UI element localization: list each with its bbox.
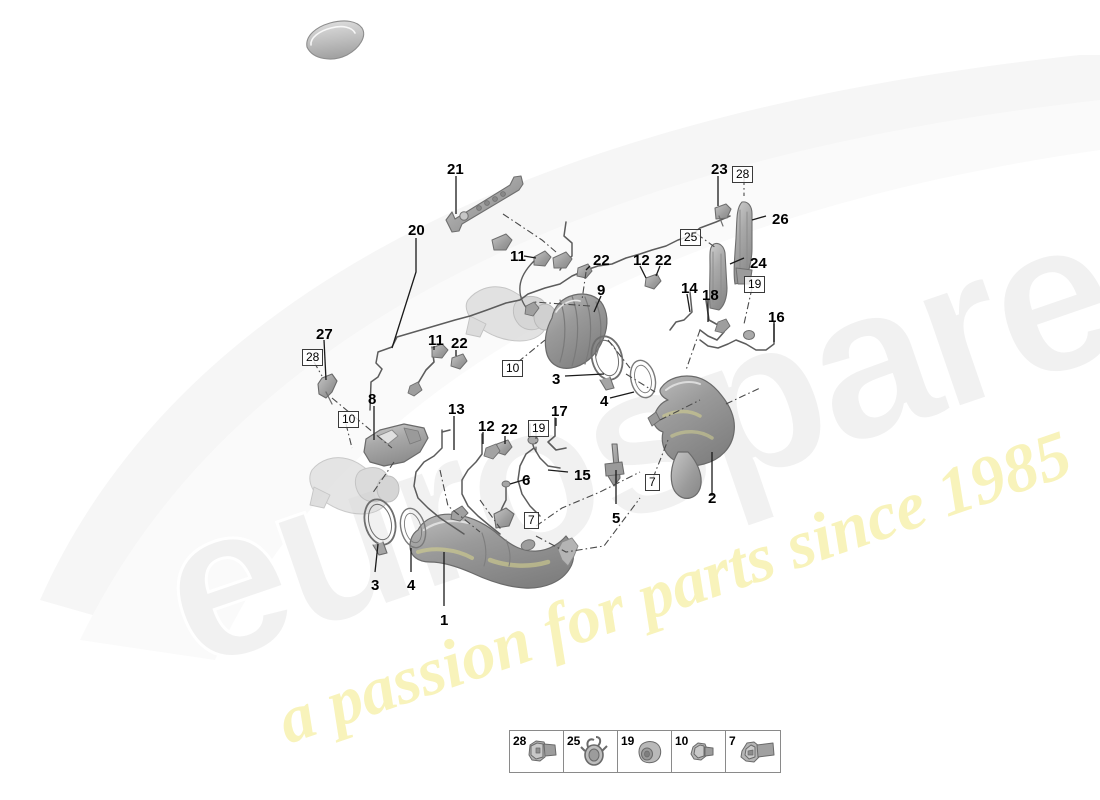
ghost-engine-upper — [465, 286, 557, 342]
callout-10-upper: 10 — [502, 360, 524, 377]
callout-26: 26 — [772, 211, 789, 228]
callout-28-upper: 28 — [732, 166, 754, 183]
callout-22-mid: 22 — [655, 252, 672, 269]
ghost-engine-lower — [309, 457, 400, 515]
legend-number-25: 25 — [567, 734, 581, 748]
callout-16: 16 — [768, 309, 785, 326]
callout-3-upper: 3 — [552, 371, 561, 388]
part-5-hanger — [604, 443, 625, 487]
part-6-sensor — [493, 480, 515, 529]
callout-11-upper: 11 — [510, 248, 526, 265]
callout-7-left: 7 — [524, 512, 539, 529]
part-9-bellows — [544, 293, 608, 369]
part-16-line — [699, 323, 775, 351]
spring-clamp-icon — [580, 736, 608, 766]
callout-7-right: 7 — [645, 474, 660, 491]
part-4-gasket-upper — [629, 359, 657, 399]
part-3-clamp-upper — [590, 335, 624, 391]
callout-2: 2 — [708, 490, 717, 507]
part-4-gasket-lower — [399, 507, 427, 549]
legend-number-28: 28 — [513, 734, 527, 748]
legend-cell-25: 25 — [564, 731, 618, 772]
callout-21: 21 — [447, 161, 464, 178]
legend-number-10: 10 — [675, 734, 689, 748]
callout-22-upper: 22 — [593, 252, 610, 269]
callout-9: 9 — [597, 282, 606, 299]
part-2-catalytic-converter — [647, 375, 735, 499]
part-22-clips — [450, 263, 662, 456]
callout-14: 14 — [681, 280, 698, 297]
part-1-catalytic-converter — [409, 505, 575, 589]
legend-cell-7: 7 — [726, 731, 780, 772]
part-23-clip — [714, 203, 732, 227]
callout-4-upper: 4 — [600, 393, 609, 410]
part-12-sensor-line — [461, 433, 501, 535]
callout-3-lower: 3 — [371, 577, 380, 594]
legend-number-7: 7 — [729, 734, 736, 748]
part-18-bracket — [699, 299, 731, 341]
legend-cell-10: 10 — [672, 731, 726, 772]
long-flange-bolt-icon — [740, 741, 775, 763]
callout-17: 17 — [551, 403, 568, 420]
part-14-bracket — [669, 291, 693, 331]
round-grommet-nut-icon — [638, 741, 662, 764]
callout-24: 24 — [750, 255, 767, 272]
hex-flange-bolt-icon — [528, 740, 557, 762]
part-19-grommet-upper — [743, 330, 755, 340]
callout-8: 8 — [368, 391, 377, 408]
callout-25: 25 — [680, 229, 702, 246]
callout-20: 20 — [408, 222, 425, 239]
callout-27: 27 — [316, 326, 333, 343]
part-24-bracket — [709, 242, 728, 311]
legend-cell-28: 28 — [510, 731, 564, 772]
part-20-connector — [491, 233, 573, 269]
part-27-bracket — [317, 373, 338, 405]
part-12-connector — [483, 443, 501, 460]
callout-5: 5 — [612, 510, 621, 527]
callout-11-lower: 11 — [428, 332, 444, 349]
part-11-upper-sensor — [519, 250, 552, 317]
part-top-cover — [306, 20, 365, 60]
legend-cell-19: 19 — [618, 731, 672, 772]
part-21-rail — [445, 175, 524, 233]
legend-number-19: 19 — [621, 734, 635, 748]
part-13-sensor-line — [413, 429, 465, 535]
hardware-legend: 28 25 — [509, 730, 781, 773]
callout-12-upper: 12 — [633, 252, 650, 269]
callout-19-upper: 19 — [744, 276, 766, 293]
callout-4-lower: 4 — [407, 577, 416, 594]
part-3-clamp-lower — [363, 498, 397, 556]
callout-6: 6 — [522, 472, 531, 489]
short-hex-bolt-icon — [690, 742, 714, 761]
callout-1: 1 — [440, 612, 449, 629]
part-11-lower-sensor — [407, 343, 449, 397]
callout-18: 18 — [702, 287, 719, 304]
leader-lines-solid — [323, 176, 775, 606]
callout-19-lower: 19 — [528, 420, 550, 437]
callout-23: 23 — [711, 161, 728, 178]
callout-15: 15 — [574, 467, 591, 484]
callout-10-lower: 10 — [338, 411, 360, 428]
callout-22-lower: 22 — [451, 335, 468, 352]
part-8-heat-shield — [363, 423, 429, 467]
part-17-bracket — [547, 417, 567, 451]
callout-28-lower: 28 — [302, 349, 324, 366]
callout-22-lower2: 22 — [501, 421, 518, 438]
callout-13: 13 — [448, 401, 465, 418]
callout-12-lower: 12 — [478, 418, 495, 435]
